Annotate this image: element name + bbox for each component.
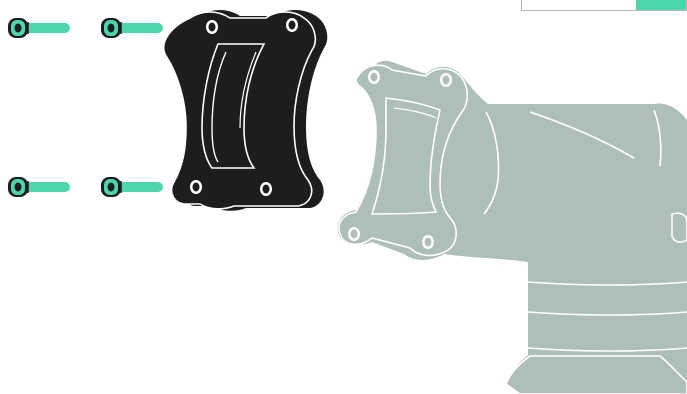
bolt-icon <box>8 18 70 38</box>
bolt-icon <box>101 18 163 38</box>
bolt-icon <box>101 177 163 197</box>
bolt-icon <box>8 177 70 197</box>
faceplate-icon <box>164 10 328 211</box>
stem-icon <box>338 61 687 394</box>
